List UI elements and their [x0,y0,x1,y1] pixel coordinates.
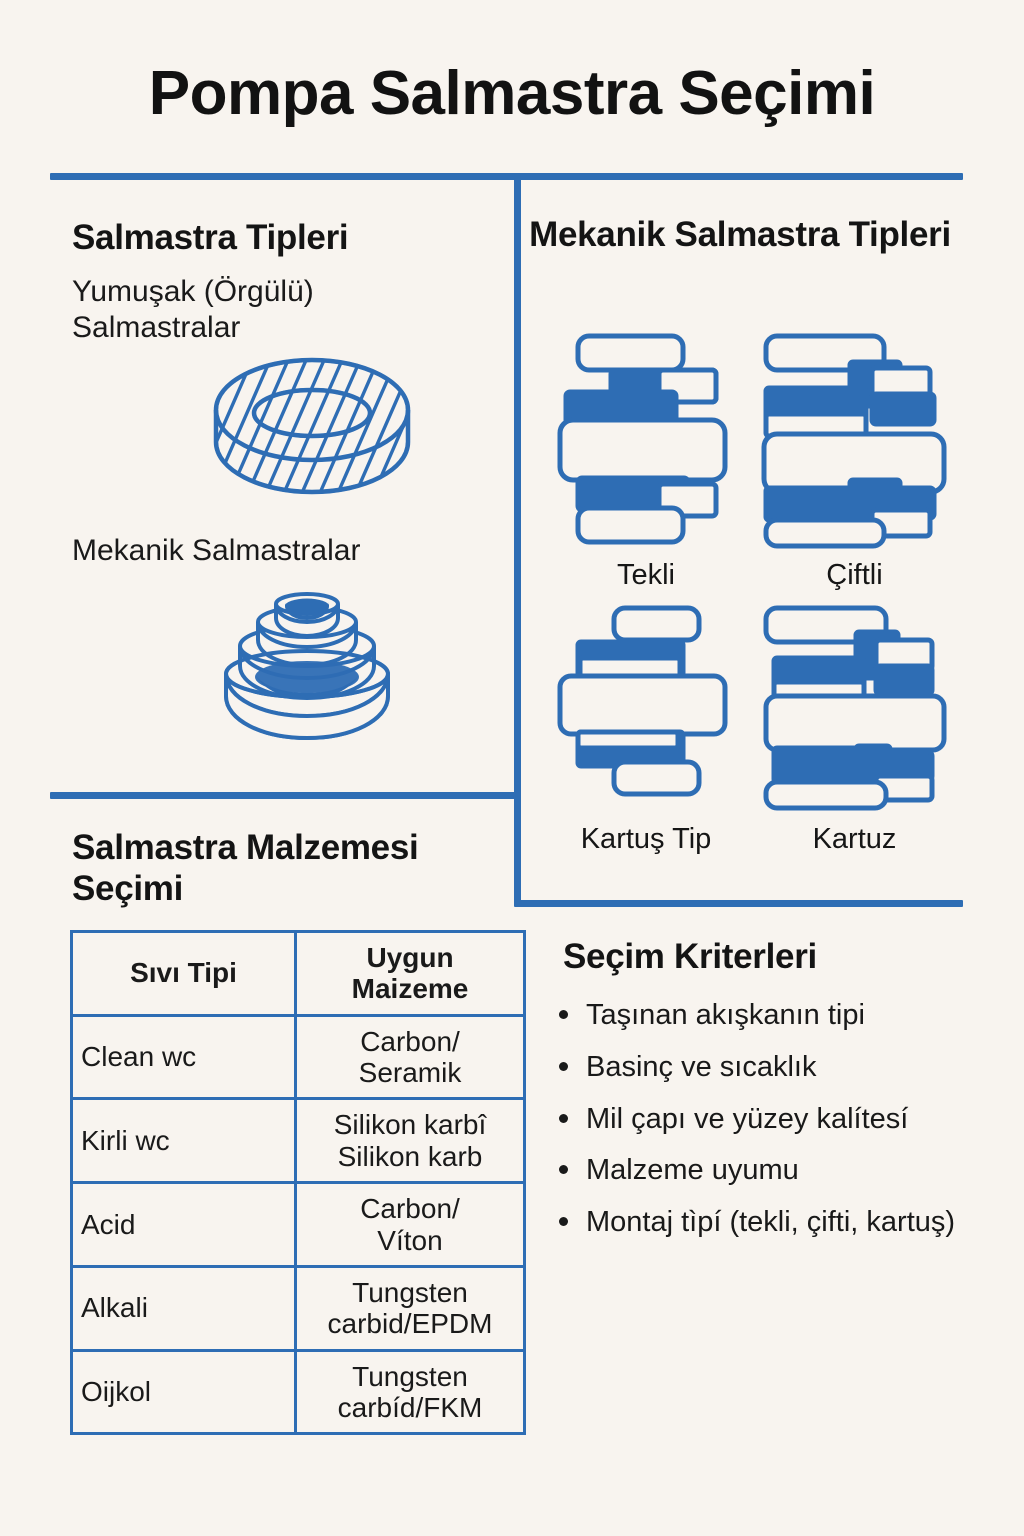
table-row: Kirli wc Silikon karbî Silikon karb [70,1097,526,1185]
cell-material: Tungsten carbid/EPDM [294,1264,526,1352]
label-soft-packing: Yumuşak (Örgülü) Salmastralar [72,275,314,344]
column-header-fluid-type: Sıvı Tipi [70,930,297,1017]
list-item-label: Montaj tìpí (tekli, çifti, kartuş) [586,1206,956,1239]
list-item-label: Taşınan akışkanın tipi [586,999,865,1031]
mechanical-seal-icon [212,588,402,768]
table-header-row: Sıvı Tipi Uygun Maizeme [70,930,526,1017]
bullet-icon [559,1010,568,1019]
list-item: Basinç ve sıcaklık [553,1050,963,1085]
list-item: Taşınan akışkanın tipi [553,998,963,1033]
selection-criteria-list: Taşınan akışkanın tipi Basinç ve sıcaklı… [553,998,963,1257]
table-row: Acid Carbon/ Víton [70,1181,526,1268]
mechanical-type-label: Kartuz [812,823,897,855]
bullet-icon [559,1113,568,1123]
table-row: Clean wc Carbon/ Seramik [70,1013,526,1101]
list-item: Malzeme uyumu [553,1153,963,1188]
divider-main-vertical [514,176,521,907]
material-selection-table: Sıvı Tipi Uygun Maizeme Clean wc Carbon/… [70,930,526,1436]
cell-fluid-type: Clean wc [70,1013,297,1101]
divider-right-horizontal [517,900,963,907]
double-seal-diagram [761,333,946,549]
single-seal-diagram [557,333,728,545]
label-mechanical-seals: Mekanik Salmastralar [72,534,361,567]
cell-material: Silikon karbî Silikon karb [294,1097,526,1185]
mechanical-type-label: Kartuş Tip [580,823,712,855]
divider-left-horizontal [50,792,517,799]
mechanical-type-cell-kartus-tip: Kartuş Tip [546,602,746,856]
cartridge-type-seal-diagram [557,605,728,797]
cell-fluid-type: Acid [70,1181,297,1268]
mechanical-type-label: Çiftli [826,559,883,591]
list-item: Mil çapı ve yüzey kalítesí [553,1102,963,1137]
table-row: Alkali Tungsten carbid/EPDM [70,1264,526,1352]
cell-fluid-type: Oijkol [70,1348,297,1436]
section-heading-material-selection: Salmastra Malzemesi Seçimi [72,828,419,908]
braided-packing-ring-icon [212,352,412,505]
section-heading-selection-criteria: Seçim Kriterleri [563,937,817,976]
cartridge-seal-diagram [763,605,946,811]
cell-fluid-type: Alkali [70,1264,297,1352]
bullet-icon [559,1217,568,1227]
page-title: Pompa Salmastra Seçimi [148,59,876,128]
list-item-label: Mil çapı ve yüzey kalítesí [586,1102,909,1135]
cell-material: Carbon/ Víton [294,1181,526,1268]
table-row: Oijkol Tungsten carbíd/FKM [70,1348,526,1436]
cell-material: Tungsten carbíd/FKM [294,1348,526,1436]
divider-top-horizontal [50,173,963,180]
bullet-icon [559,1165,568,1175]
list-item-label: Basinç ve sıcaklık [586,1050,817,1083]
section-heading-mechanical-types: Mekanik Salmastra Tipleri [529,215,951,254]
cell-fluid-type: Kirli wc [70,1097,297,1185]
list-item-label: Malzeme uyumu [586,1154,799,1187]
mechanical-type-cell-tekli: Tekli [546,330,746,592]
mechanical-type-cell-kartuz: Kartuz [752,602,957,856]
mechanical-type-label: Tekli [616,559,675,591]
section-heading-seal-types: Salmastra Tipleri [72,218,349,257]
column-header-suitable-material: Uygun Maizeme [294,930,526,1017]
mechanical-type-cell-ciftli: Çiftli [752,330,957,592]
cell-material: Carbon/ Seramik [294,1013,526,1101]
bullet-icon [559,1061,568,1071]
list-item: Montaj tìpí (tekli, çifti, kartuş) [553,1205,963,1240]
